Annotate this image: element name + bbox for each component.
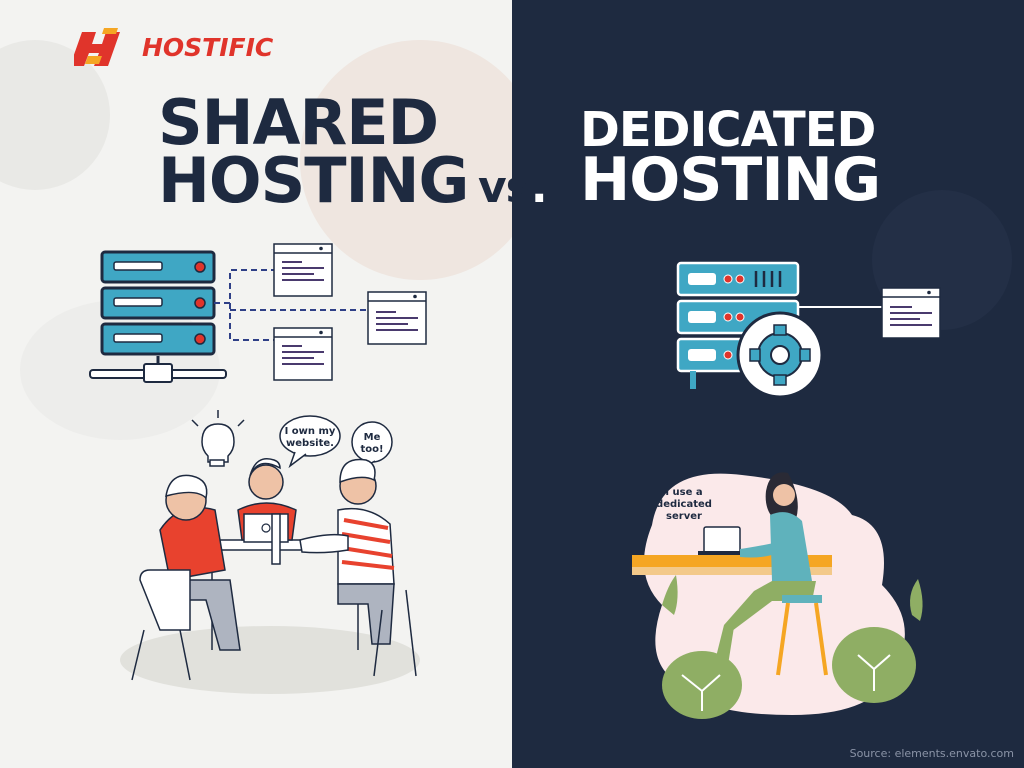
title-shared-line1: SHARED [158,86,439,159]
bubble-text-dedicated-3: server [666,511,702,522]
shared-hosting-panel: I own my website. Me too! [0,40,512,694]
person-left [131,474,241,681]
title-dedicated-line1: DEDICATED [580,102,876,158]
dedicated-hosting-panel: I use a dedicated server [512,0,1024,768]
bubble-text-own-2: website. [286,438,334,449]
browser-window-icon [367,291,427,345]
source-credit: Source: elements.envato.com [849,747,1014,760]
speech-bubble: I own my website. [279,415,341,469]
browser-window-icon [273,243,333,297]
plant-decoration [662,575,923,719]
bubble-text-own-1: I own my [285,426,336,437]
title-dedicated-line2: HOSTING [580,145,881,215]
bubble-text-dedicated-1: I use a [665,487,702,498]
title-vs-left: vs [478,162,532,213]
laptop-icon [698,526,750,555]
gear-icon [736,311,824,399]
background-decoration [300,40,512,280]
hostific-logo: HOSTIFIC [74,26,273,68]
laptop-icon [243,513,289,565]
browser-window-icon [273,327,333,381]
browser-window-icon [881,287,941,339]
hostific-logo-mark-icon [74,28,120,66]
server-stack-icon [89,250,227,383]
bubble-text-me-1: Me [364,432,381,443]
bubble-text-dedicated-2: dedicated [656,499,712,510]
speech-bubble: Me too! [351,421,393,471]
dedicated-user-illustration: I use a dedicated server [632,472,923,719]
shared-server-diagram [89,243,427,383]
title-vs: vs. [478,166,548,210]
title-shared-line2: HOSTING [158,144,469,217]
person-right [299,458,417,677]
dashed-connectors [214,269,366,341]
shared-users-illustration: I own my website. Me too! [120,410,420,694]
dedicated-server-diagram [676,261,941,399]
woman-user [700,472,816,667]
bubble-text-me-2: too! [360,444,383,455]
title-vs-dot: . [530,162,548,213]
logo-text: HOSTIFIC [142,32,274,62]
lightbulb-icon [191,410,245,467]
